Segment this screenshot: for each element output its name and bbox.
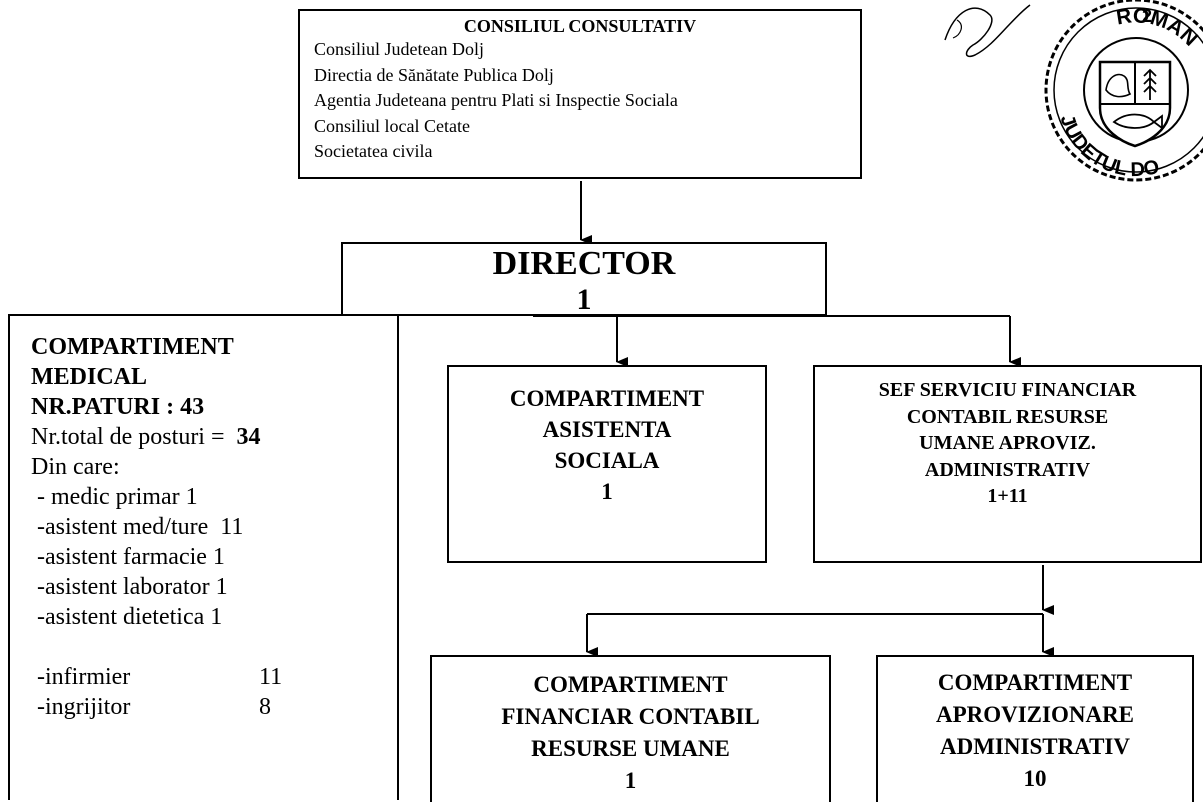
financial-accounting-line: RESURSE UMANE [531,736,730,761]
staff-item: -ingrijitor 8 [31,692,397,722]
seal-number: 2 [1142,6,1152,26]
social-assistance-line: COMPARTIMENT [509,386,705,411]
financial-head-line: SEF SERVICIU FINANCIAR [878,379,1137,401]
spacer [31,632,397,662]
procurement-count: 10 [1023,766,1047,791]
social-assistance-count: 1 [601,479,613,504]
social-assistance-line: SOCIALA [554,448,660,473]
financial-accounting-box: COMPARTIMENT FINANCIAR CONTABIL RESURSE … [430,655,831,802]
financial-head-line: UMANE APROVIZ. [919,432,1096,454]
procurement-line: ADMINISTRATIV [940,734,1130,759]
financial-head-count: 1+11 [987,485,1028,507]
signature-scribble [944,4,1031,57]
financial-accounting-count: 1 [624,768,637,793]
staff-label: -infirmier [31,664,131,690]
social-assistance-box: COMPARTIMENT ASISTENTA SOCIALA 1 [447,365,767,563]
social-assistance-line: ASISTENTA [542,417,672,442]
director-title: DIRECTOR [492,245,676,282]
council-member: Consiliul Judetean Dolj [314,39,484,59]
staff-item: -asistent dietetica 1 [31,604,223,630]
council-member: Agentia Judeteana pentru Plati si Inspec… [314,90,678,110]
council-member: Societatea civila [314,141,433,161]
staff-item: -asistent med/ture 11 [31,514,244,540]
medical-din-care: Din care: [31,454,120,480]
financial-head-line: ADMINISTRATIV [924,458,1091,481]
medical-beds: NR.PATURI : 43 [31,394,205,420]
staff-count: 8 [259,694,271,720]
financial-accounting-line: COMPARTIMENT [533,672,728,697]
medical-total-label: Nr.total de posturi = [31,424,225,450]
medical-heading-line: MEDICAL [31,364,148,390]
staff-item: -asistent farmacie 1 [31,544,225,570]
staff-item: - medic primar 1 [31,484,198,510]
medical-compartment-box: COMPARTIMENT MEDICAL NR.PATURI : 43 Nr.t… [8,314,399,800]
council-member: Consiliul local Cetate [314,115,470,136]
financial-head-line: CONTABIL RESURSE [906,405,1109,428]
council-member: Directia de Sănătate Publica Dolj [314,64,554,85]
council-box: CONSILIUL CONSULTATIV Consiliul Judetean… [298,9,862,179]
staff-item: -asistent laborator 1 [31,574,228,600]
financial-accounting-line: FINANCIAR CONTABIL [501,704,760,729]
procurement-line: COMPARTIMENT [937,670,1133,695]
procurement-line: APROVIZIONARE [935,702,1135,727]
medical-total-posts: Nr.total de posturi = 34 [31,422,397,452]
director-box: DIRECTOR 1 [341,242,827,316]
staff-label: -ingrijitor [31,694,131,720]
financial-service-head-box: SEF SERVICIU FINANCIAR CONTABIL RESURSE … [813,365,1202,563]
medical-heading-line: COMPARTIMENT [31,334,234,360]
council-title: CONSILIUL CONSULTATIV [463,16,697,36]
staff-count: 11 [259,664,283,690]
official-seal-icon: ROMAN JUDETUL DO 2 [1044,0,1203,182]
director-count: 1 [576,283,592,316]
procurement-admin-box: COMPARTIMENT APROVIZIONARE ADMINISTRATIV… [876,655,1194,802]
medical-total-value: 34 [236,424,261,450]
staff-item: -infirmier 11 [31,662,397,692]
